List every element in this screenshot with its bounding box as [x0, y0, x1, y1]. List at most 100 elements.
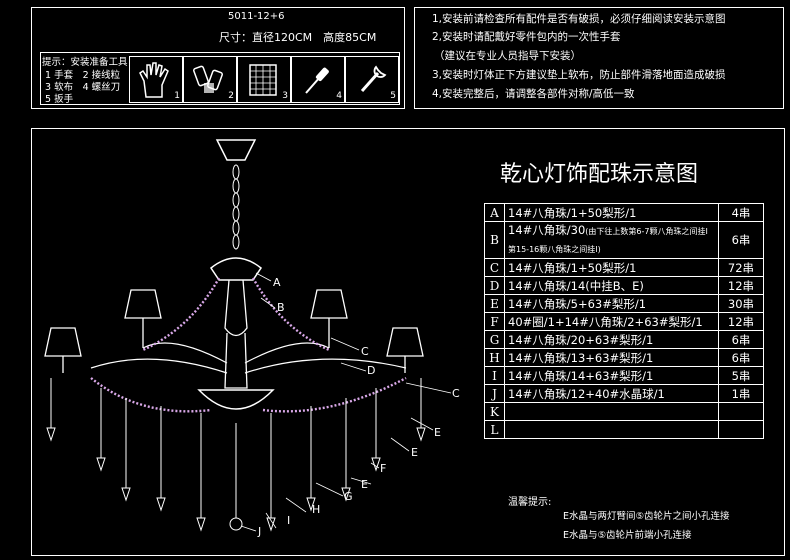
tools-line-2: 3 软布 4 螺丝刀: [45, 82, 121, 93]
part-desc-text: 14#八角珠/14+63#梨形/1: [508, 368, 654, 383]
label-i: I: [287, 514, 291, 527]
tip-line-1: E水晶与两灯臂间⑤齿轮片之间小孔连接: [563, 511, 730, 522]
part-description: 14#八角珠/30(由下往上数第6-7颗八角珠之间挂I 第15-16颗八角珠之间…: [504, 221, 719, 259]
label-f: F: [380, 462, 387, 475]
part-quantity: 30串: [718, 294, 764, 313]
part-description: 40#圈/1+14#八角珠/2+63#梨形/1: [504, 312, 719, 331]
part-quantity: 12串: [718, 276, 764, 295]
part-key: F: [484, 312, 505, 331]
tools-box: [40, 52, 400, 105]
part-key: B: [484, 221, 505, 259]
note-4: 3,安装时灯体正下方建议垫上软布，防止部件滑落地面造成破损: [432, 69, 726, 81]
part-quantity: [718, 420, 764, 439]
tools-title: 提示：安装准备工具: [42, 57, 128, 68]
screwdriver-icon: [305, 67, 329, 94]
part-key: L: [484, 420, 505, 439]
note-5: 4,安装完整后，请调整各部件对称/高低一致: [432, 88, 635, 100]
part-key: C: [484, 258, 505, 277]
part-quantity: 6串: [718, 330, 764, 349]
part-desc-text: 14#八角珠/1+50梨形/1: [508, 205, 637, 220]
part-key: D: [484, 276, 505, 295]
part-desc-text: 40#圈/1+14#八角珠/2+63#梨形/1: [508, 314, 703, 329]
tool-number: 1: [174, 91, 180, 101]
part-description: 14#八角珠/14(中挂B、E): [504, 276, 719, 295]
part-desc-text: 14#八角珠/13+63#梨形/1: [508, 350, 654, 365]
part-desc-text: 14#八角珠/5+63#梨形/1: [508, 296, 647, 311]
tool-connector: 2: [183, 56, 237, 103]
part-key: J: [484, 384, 505, 403]
label-e3: E: [361, 478, 368, 491]
cloth-icon: [249, 64, 277, 96]
label-d: D: [367, 364, 376, 377]
part-description: 14#八角珠/13+63#梨形/1: [504, 348, 719, 367]
part-description: 14#八角珠/5+63#梨形/1: [504, 294, 719, 313]
size-text: 尺寸：直径120CM 高度85CM: [219, 31, 377, 44]
info-box: [31, 7, 405, 109]
label-c1: C: [361, 345, 369, 358]
part-key: I: [484, 366, 505, 385]
chandelier-drawing: [44, 139, 452, 532]
part-quantity: 5串: [718, 366, 764, 385]
tool-glove: 1: [129, 56, 183, 103]
diagram-title: 乾心灯饰配珠示意图: [500, 162, 699, 187]
part-desc-text: 14#八角珠/12+40#水晶球/1: [508, 386, 665, 401]
part-quantity: 12串: [718, 312, 764, 331]
part-description: [504, 420, 719, 439]
part-description: 14#八角珠/1+50梨形/1: [504, 203, 719, 222]
note-1: 1,安装前请检查所有配件是否有破损，必须仔细阅读安装示意图: [432, 13, 726, 25]
wire-connector-icon: [193, 65, 223, 93]
label-j: J: [258, 525, 262, 538]
label-g: G: [344, 490, 353, 503]
part-desc-text: 14#八角珠/30: [508, 223, 586, 237]
tool-number: 3: [282, 91, 288, 101]
part-key: A: [484, 203, 505, 222]
diagram-box: [31, 128, 785, 556]
part-quantity: 4串: [718, 203, 764, 222]
wrench-icon: [360, 65, 387, 92]
part-desc-note: (由下往上数第6-7颗八角珠之间挂I 第15-16颗八角珠之间挂I): [508, 227, 708, 254]
tools-line-1: 1 手套 2 接线粒: [45, 70, 121, 81]
part-desc-text: 14#八角珠/20+63#梨形/1: [508, 332, 654, 347]
tips-title: 温馨提示:: [508, 497, 552, 508]
part-description: 14#八角珠/1+50梨形/1: [504, 258, 719, 277]
note-2: 2,安装时请配戴好零件包内的一次性手套: [432, 31, 621, 43]
tool-number: 4: [336, 91, 342, 101]
tool-number: 5: [390, 91, 396, 101]
part-description: [504, 402, 719, 421]
notes-box: [414, 7, 784, 109]
part-quantity: 1串: [718, 384, 764, 403]
model-number: 5011-12+6: [228, 11, 285, 22]
part-description: 14#八角珠/14+63#梨形/1: [504, 366, 719, 385]
tip-line-2: E水晶与⑤齿轮片前端小孔连接: [563, 530, 692, 541]
tools-line-3: 5 扳手: [45, 94, 74, 105]
part-quantity: 6串: [718, 348, 764, 367]
part-description: 14#八角珠/20+63#梨形/1: [504, 330, 719, 349]
part-desc-text: 14#八角珠/1+50梨形/1: [508, 260, 637, 275]
label-e2: E: [411, 446, 418, 459]
part-key: G: [484, 330, 505, 349]
tool-screwdriver: 4: [291, 56, 345, 103]
label-a: A: [273, 276, 281, 289]
tool-wrench: 5: [345, 56, 399, 103]
part-description: 14#八角珠/12+40#水晶球/1: [504, 384, 719, 403]
glove-icon: [139, 62, 169, 98]
part-quantity: 6串: [718, 221, 764, 259]
part-desc-text: 14#八角珠/14(中挂B、E): [508, 278, 644, 293]
label-c2: C: [452, 387, 460, 400]
tool-cloth: 3: [237, 56, 291, 103]
table-row: L: [484, 420, 764, 439]
table-row: K: [484, 402, 764, 421]
part-key: H: [484, 348, 505, 367]
part-key: E: [484, 294, 505, 313]
